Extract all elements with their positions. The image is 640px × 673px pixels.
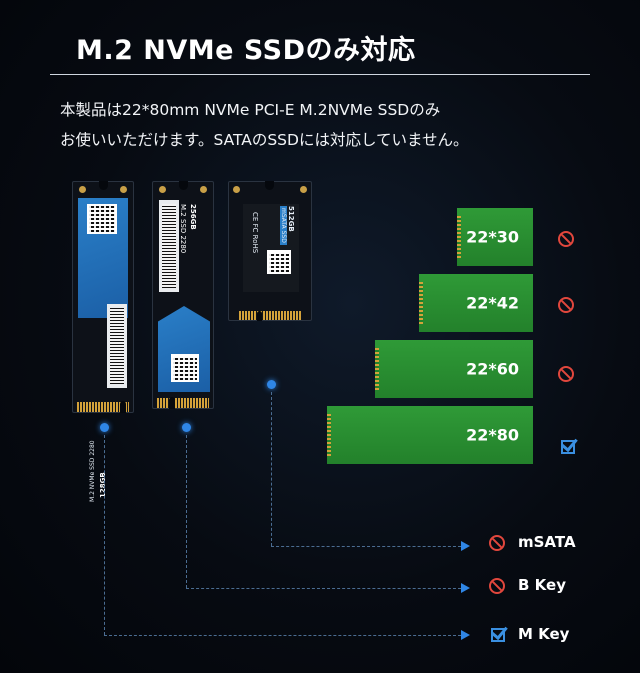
title-divider bbox=[50, 74, 590, 75]
qr-code-icon bbox=[267, 250, 291, 274]
not-supported-icon-2242 bbox=[558, 297, 574, 313]
connector-dot-b-key bbox=[182, 423, 191, 432]
key-label-m-key: M Key bbox=[518, 625, 570, 643]
ssd3-model-label: mSATA SSD bbox=[280, 206, 287, 245]
size-card-2242: 22*42 bbox=[419, 274, 533, 332]
guide-line-b-key-horizontal bbox=[186, 588, 461, 589]
ssd-m-key-image: M.2 NVMe SSD 2280 128GB bbox=[72, 181, 134, 502]
guide-line-msata-vertical bbox=[271, 392, 272, 546]
ssd2-capacity-label: 256GB bbox=[189, 204, 197, 230]
description-line-1: 本製品は22*80mm NVMe PCI-E M.2NVMe SSDのみ bbox=[60, 101, 441, 119]
ssd3-cert-label: CE FC RoHS bbox=[251, 212, 259, 254]
ssd-msata-image: CE FC RoHS mSATA SSD 512GB bbox=[228, 181, 312, 321]
size-label-2260: 22*60 bbox=[466, 359, 519, 379]
not-supported-icon-2230 bbox=[558, 231, 574, 247]
guide-line-msata-horizontal bbox=[271, 546, 461, 547]
size-card-2260: 22*60 bbox=[375, 340, 533, 398]
ssd2-model-label: M.2 SSD 2280 bbox=[179, 204, 187, 254]
ssd1-capacity-label: 128GB bbox=[99, 472, 107, 498]
ssd-b-key-image: M.2 SSD 2280 256GB bbox=[152, 181, 214, 409]
guide-line-m-key-horizontal bbox=[104, 635, 461, 636]
qr-code-icon bbox=[171, 354, 199, 382]
size-label-2230: 22*30 bbox=[466, 227, 519, 247]
size-card-2230: 22*30 bbox=[457, 208, 533, 266]
qr-code-icon bbox=[87, 204, 117, 234]
ssd1-model-label: M.2 NVMe SSD 2280 bbox=[89, 440, 96, 502]
arrow-icon-m-key bbox=[461, 630, 470, 640]
not-supported-icon-2260 bbox=[558, 366, 574, 382]
size-label-2280: 22*80 bbox=[466, 425, 519, 445]
ssd3-capacity-label: 512GB bbox=[287, 206, 295, 232]
page-title: M.2 NVMe SSDのみ対応 bbox=[76, 35, 416, 66]
arrow-icon-b-key bbox=[461, 583, 470, 593]
size-card-2280: 22*80 bbox=[327, 406, 533, 464]
not-supported-icon-b-key bbox=[489, 578, 505, 594]
connector-dot-m-key bbox=[100, 423, 109, 432]
not-supported-icon-msata bbox=[489, 535, 505, 551]
key-label-msata: mSATA bbox=[518, 533, 576, 551]
connector-dot-msata bbox=[267, 380, 276, 389]
key-label-b-key: B Key bbox=[518, 576, 566, 594]
guide-line-m-key-vertical bbox=[104, 435, 105, 635]
arrow-icon-msata bbox=[461, 541, 470, 551]
guide-line-b-key-vertical bbox=[186, 435, 187, 588]
supported-check-icon-2280 bbox=[561, 440, 575, 454]
supported-check-icon-m-key bbox=[491, 628, 505, 642]
description-line-2: お使いいただけます。SATAのSSDには対応していません。 bbox=[60, 131, 469, 149]
size-label-2242: 22*42 bbox=[466, 293, 519, 313]
